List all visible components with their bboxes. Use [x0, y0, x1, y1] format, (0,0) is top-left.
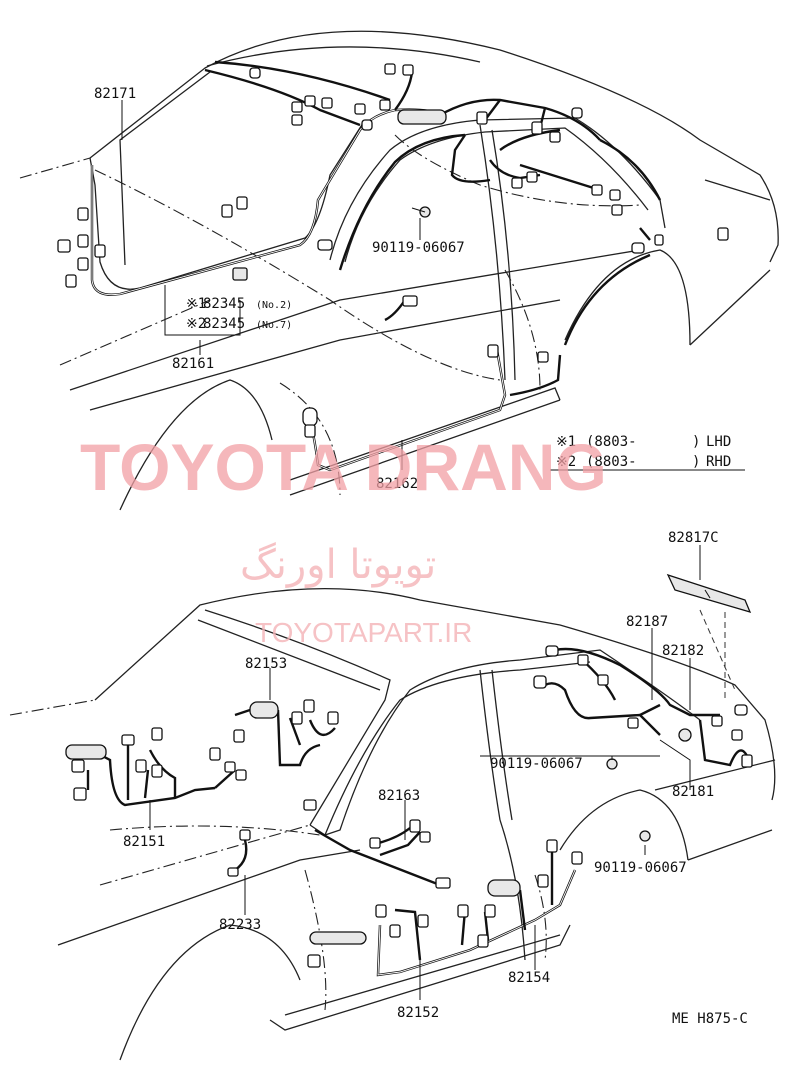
svg-text:※2: ※2 — [556, 454, 576, 470]
upper-connectors — [57, 63, 729, 438]
legend-row-2: ※2 (8803- ) RHD — [556, 454, 731, 470]
label-82233: 82233 — [219, 917, 261, 933]
svg-text:(8803-: (8803- — [586, 454, 637, 470]
label-82152: 82152 — [397, 1005, 439, 1021]
svg-text:LHD: LHD — [706, 434, 731, 450]
label-90119-middle: 90119-06067 — [490, 756, 583, 772]
label-82181: 82181 — [672, 784, 714, 800]
label-82162: 82162 — [376, 476, 418, 492]
upper-labels: 82171 90119-06067 ※1 82345 (No.2) ※2 823… — [94, 86, 731, 492]
svg-text:(8803-: (8803- — [586, 434, 637, 450]
label-82345-mark-2: ※2 — [186, 316, 206, 332]
upper-wire-harness — [90, 60, 662, 472]
svg-text:): ) — [692, 454, 700, 470]
svg-text:※1: ※1 — [556, 434, 576, 450]
label-90119-lower: 90119-06067 — [594, 860, 687, 876]
label-82345-note-2: (No.7) — [256, 320, 292, 331]
label-82153: 82153 — [245, 656, 287, 672]
label-82345-1: 82345 — [203, 296, 245, 312]
label-82345-note-1: (No.2) — [256, 300, 292, 311]
lower-connectors — [65, 573, 753, 968]
label-82171: 82171 — [94, 86, 136, 102]
label-90119-upper: 90119-06067 — [372, 240, 465, 256]
label-82345-2: 82345 — [203, 316, 245, 332]
footer-code: ME H875-C — [672, 1011, 748, 1027]
watermark-url: TOYOTAPART.IR — [255, 617, 472, 648]
lower-wire-harness — [86, 647, 750, 977]
label-82163: 82163 — [378, 788, 420, 804]
lower-car-body — [9, 587, 776, 1061]
label-82345-mark-1: ※1 — [186, 296, 206, 312]
label-82151: 82151 — [123, 834, 165, 850]
watermark: TOYOTA DRANG تویوتا اورنگ TOYOTAPART.IR — [80, 430, 607, 648]
svg-text:RHD: RHD — [706, 454, 731, 470]
watermark-brand: TOYOTA DRANG — [80, 430, 607, 504]
label-82161: 82161 — [172, 356, 214, 372]
label-82817C: 82817C — [668, 530, 719, 546]
lower-labels: 82817C 82187 82182 82153 90119-06067 821… — [123, 530, 748, 1027]
upper-leaders — [121, 100, 745, 471]
label-82187: 82187 — [626, 614, 668, 630]
svg-text:): ) — [692, 434, 700, 450]
lower-leaders — [149, 545, 701, 1000]
watermark-persian: تویوتا اورنگ — [240, 542, 436, 588]
label-82182: 82182 — [662, 643, 704, 659]
label-82154: 82154 — [508, 970, 550, 986]
legend-row-1: ※1 (8803- ) LHD — [556, 434, 731, 450]
